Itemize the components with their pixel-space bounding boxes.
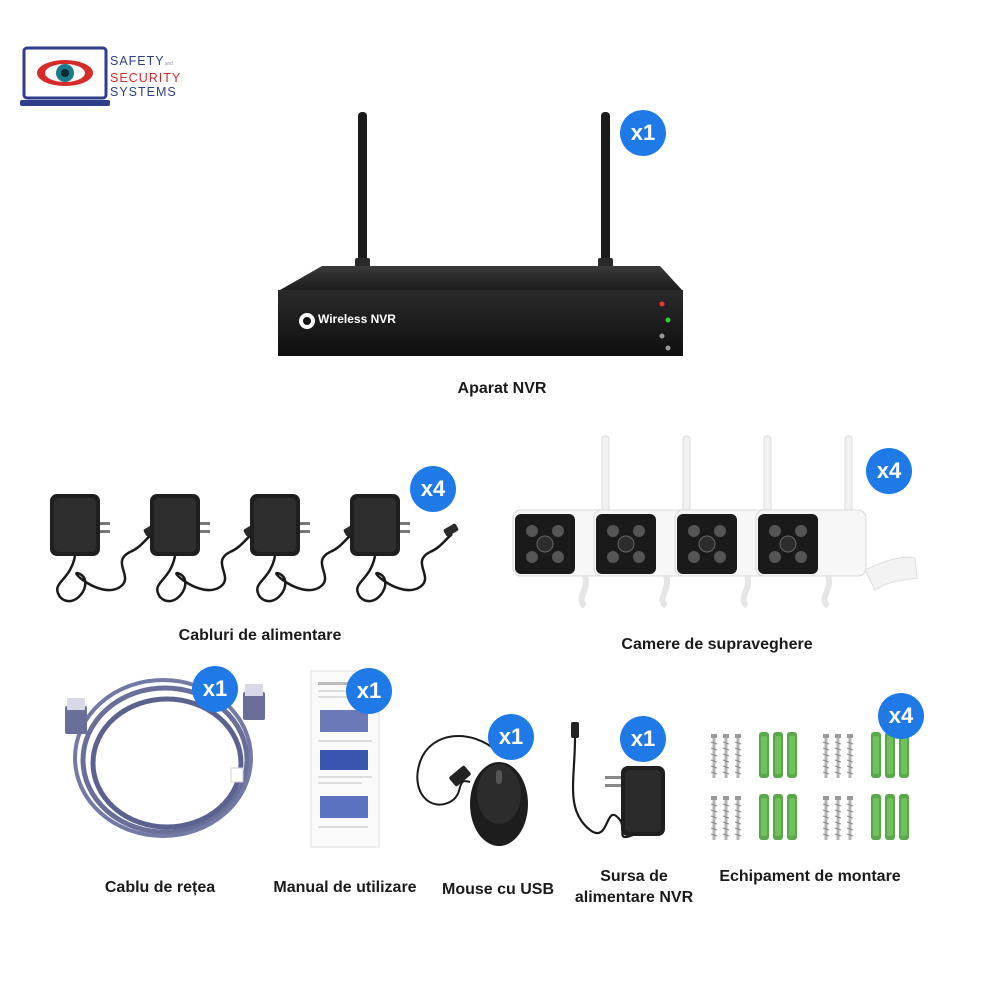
logo-line-3: SYSTEMS xyxy=(110,85,177,99)
laptop-eye-icon xyxy=(20,46,110,106)
psu-label-line-2: alimentare NVR xyxy=(574,889,694,906)
adapters-quantity-badge: x4 xyxy=(410,466,456,512)
nvr-device-image xyxy=(278,112,683,356)
network-cable-quantity-badge: x1 xyxy=(192,666,238,712)
nvr-power-supply-image xyxy=(571,722,665,839)
adapters-label: Cabluri de alimentare xyxy=(178,627,342,644)
logo-line-2: SECURITY xyxy=(110,71,182,85)
mouse-quantity-badge: x1 xyxy=(488,714,534,760)
mouse-label: Mouse cu USB xyxy=(441,881,554,898)
nvr-quantity-badge: x1 xyxy=(620,110,666,156)
psu-label: Sursa de alimentare NVR xyxy=(560,866,708,908)
mounting-kit-image xyxy=(700,722,930,842)
cameras-label: Camere de supraveghere xyxy=(621,636,813,653)
network-cable-label: Cablu de rețea xyxy=(104,879,216,896)
psu-label-line-1: Sursa de xyxy=(600,868,668,885)
mounting-label: Echipament de montare xyxy=(719,868,901,885)
nvr-label: Aparat NVR xyxy=(457,380,547,397)
cameras-image xyxy=(505,430,918,615)
usb-mouse-image xyxy=(416,735,528,846)
company-logo: SAFETYand SECURITY SYSTEMS xyxy=(20,46,200,110)
psu-quantity-badge: x1 xyxy=(620,716,666,762)
manual-quantity-badge: x1 xyxy=(346,668,392,714)
logo-line-1: SAFETYand xyxy=(110,54,173,68)
manual-label: Manual de utilizare xyxy=(273,879,417,896)
nvr-brand-text: Wireless NVR xyxy=(318,312,396,326)
mounting-quantity-badge: x4 xyxy=(878,693,924,739)
cameras-quantity-badge: x4 xyxy=(866,448,912,494)
network-cable-image xyxy=(65,678,265,838)
power-adapters-image xyxy=(50,492,461,603)
